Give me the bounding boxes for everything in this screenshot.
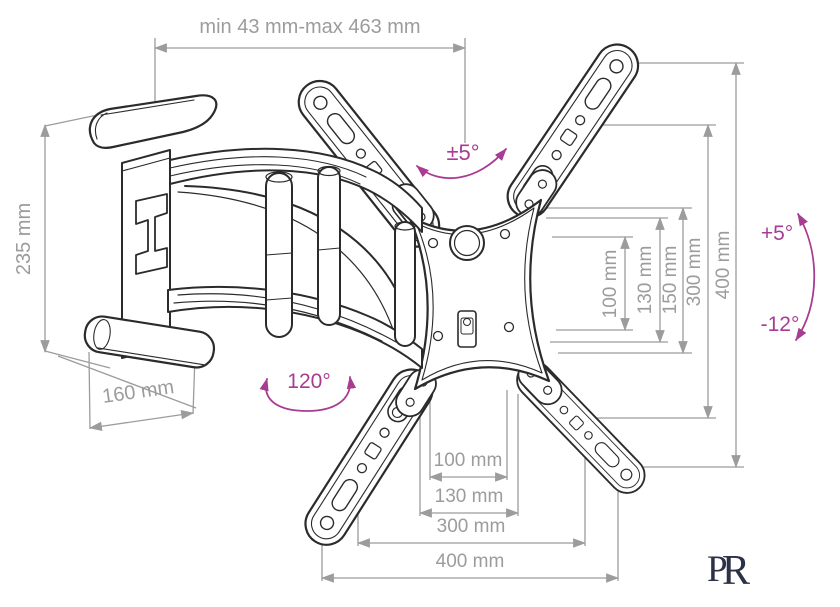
mount-illustration — [83, 35, 653, 554]
upper-arm — [169, 147, 423, 233]
top-bracket-cap — [88, 94, 218, 150]
articulating-arm-assembly — [83, 94, 423, 369]
dim-vesa-vertical-100: 100 mm — [552, 235, 633, 332]
angle-label-level: ±5° — [446, 140, 479, 165]
dim-label-v150: 150 mm — [660, 246, 681, 315]
logo-letter-r: R — [722, 548, 750, 594]
dim-label-v100: 100 mm — [600, 250, 621, 319]
dim-vesa-horizontal-100: 100 mm — [428, 390, 509, 482]
angle-label-swivel: 120° — [287, 370, 330, 393]
dim-label-arm-extension: min 43 mm-max 463 mm — [199, 16, 420, 38]
pivot-column-plate — [394, 221, 416, 347]
dim-arm-extension: min 43 mm-max 463 mm — [153, 16, 467, 143]
angle-swivel: 120° — [259, 370, 357, 412]
vesa-plate — [407, 198, 551, 391]
dim-label-v400: 400 mm — [713, 231, 734, 300]
angle-level-adjustment: ±5° — [416, 140, 507, 179]
dim-label-h400: 400 mm — [436, 551, 505, 572]
logo-letter-p: P — [707, 549, 728, 590]
angle-label-tilt-down: -12° — [761, 313, 800, 336]
dim-label-h130: 130 mm — [435, 486, 504, 507]
angle-tilt: +5° -12° — [761, 212, 816, 341]
dim-label-v130: 130 mm — [635, 246, 656, 315]
wall-plate-cutout — [135, 193, 168, 275]
pivot-column-left — [265, 171, 293, 338]
dim-vesa-horizontal-130: 130 mm — [418, 394, 520, 518]
plate-top-hole — [449, 225, 485, 261]
dim-vesa-vertical-150: 150 mm — [540, 206, 692, 355]
plate-latch — [457, 310, 477, 348]
dim-label-h300: 300 mm — [437, 516, 506, 537]
dim-label-h100: 100 mm — [434, 450, 503, 471]
pivot-column-mid — [317, 165, 341, 326]
brand-logo: P R — [666, 548, 792, 594]
angle-annotations: ±5° 120° +5° -12° — [259, 140, 816, 412]
angle-label-tilt-up: +5° — [761, 222, 793, 245]
bottom-bracket-cap — [83, 315, 216, 369]
wall-plate — [121, 149, 171, 359]
dim-label-bracket-height: 235 mm — [13, 203, 35, 275]
dim-vesa-vertical-130: 130 mm — [546, 216, 668, 344]
dim-vesa-vertical-300: 300 mm — [592, 123, 716, 420]
dim-label-bracket-width: 160 mm — [101, 376, 176, 408]
dim-label-v300: 300 mm — [684, 238, 705, 307]
